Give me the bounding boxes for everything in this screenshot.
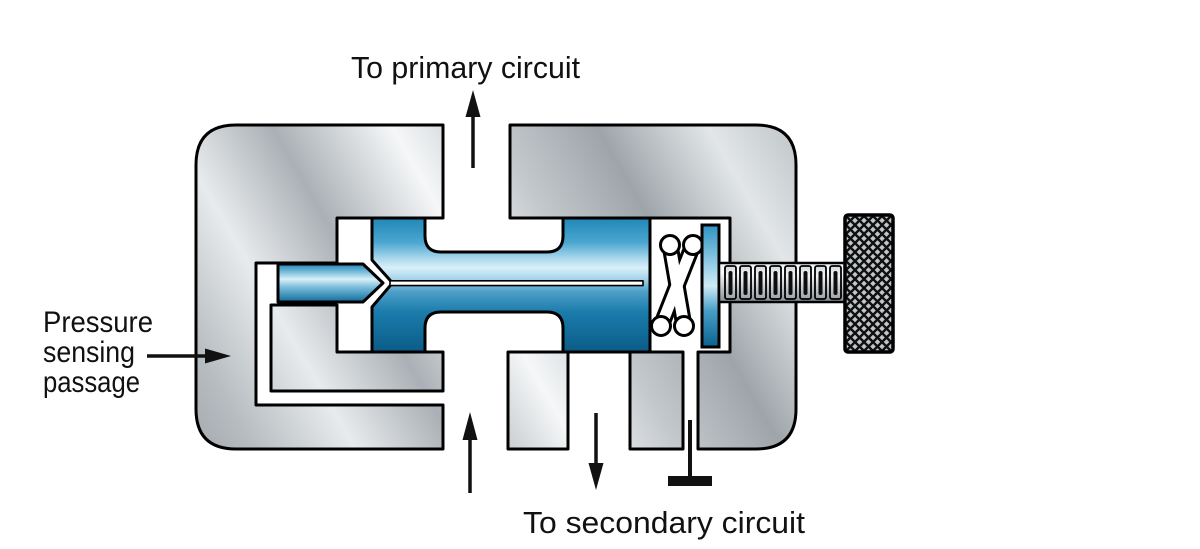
- drain-to-tank-symbol: [668, 420, 712, 486]
- flow-arrow-to-secondary: [588, 413, 604, 490]
- spring-seat: [700, 223, 721, 349]
- valve-body-bottom-block-right: [628, 350, 685, 451]
- label-pressure-line2: sensing: [43, 336, 135, 369]
- adjusting-screw: [717, 213, 895, 354]
- valve-spool: [276, 216, 652, 354]
- label-pressure-sensing-passage: Pressure sensing passage: [43, 306, 153, 399]
- flow-arrows: [147, 90, 604, 493]
- spring-wire-end: [659, 234, 681, 256]
- spool-pilot-orifice: [389, 279, 644, 287]
- adjustment-spring: [650, 234, 704, 337]
- valve-body-left-piece: [194, 123, 445, 451]
- pointer-arrow-pressure-sensing: [147, 348, 231, 364]
- spring-coil-strand-core: [664, 239, 690, 332]
- spring-wire-end: [673, 315, 695, 337]
- spring-wire-end: [650, 315, 672, 337]
- label-to-secondary-circuit: To secondary circuit: [523, 505, 805, 540]
- flow-arrow-inlet: [462, 412, 478, 493]
- screw-threads: [724, 265, 842, 300]
- flow-arrow-to-primary: [465, 90, 481, 168]
- label-pressure-line3: passage: [43, 366, 140, 399]
- spring-wire-end: [682, 234, 704, 256]
- valve-body: [194, 123, 798, 451]
- label-pressure-line1: Pressure: [43, 306, 153, 339]
- label-to-primary-circuit: To primary circuit: [351, 50, 580, 85]
- spool-left-stem: [276, 262, 385, 304]
- valve-body-bottom-block-left: [506, 350, 570, 451]
- valve-body-right-piece: [508, 123, 798, 451]
- knurled-knob: [843, 213, 895, 354]
- valve-body-island: [269, 303, 445, 393]
